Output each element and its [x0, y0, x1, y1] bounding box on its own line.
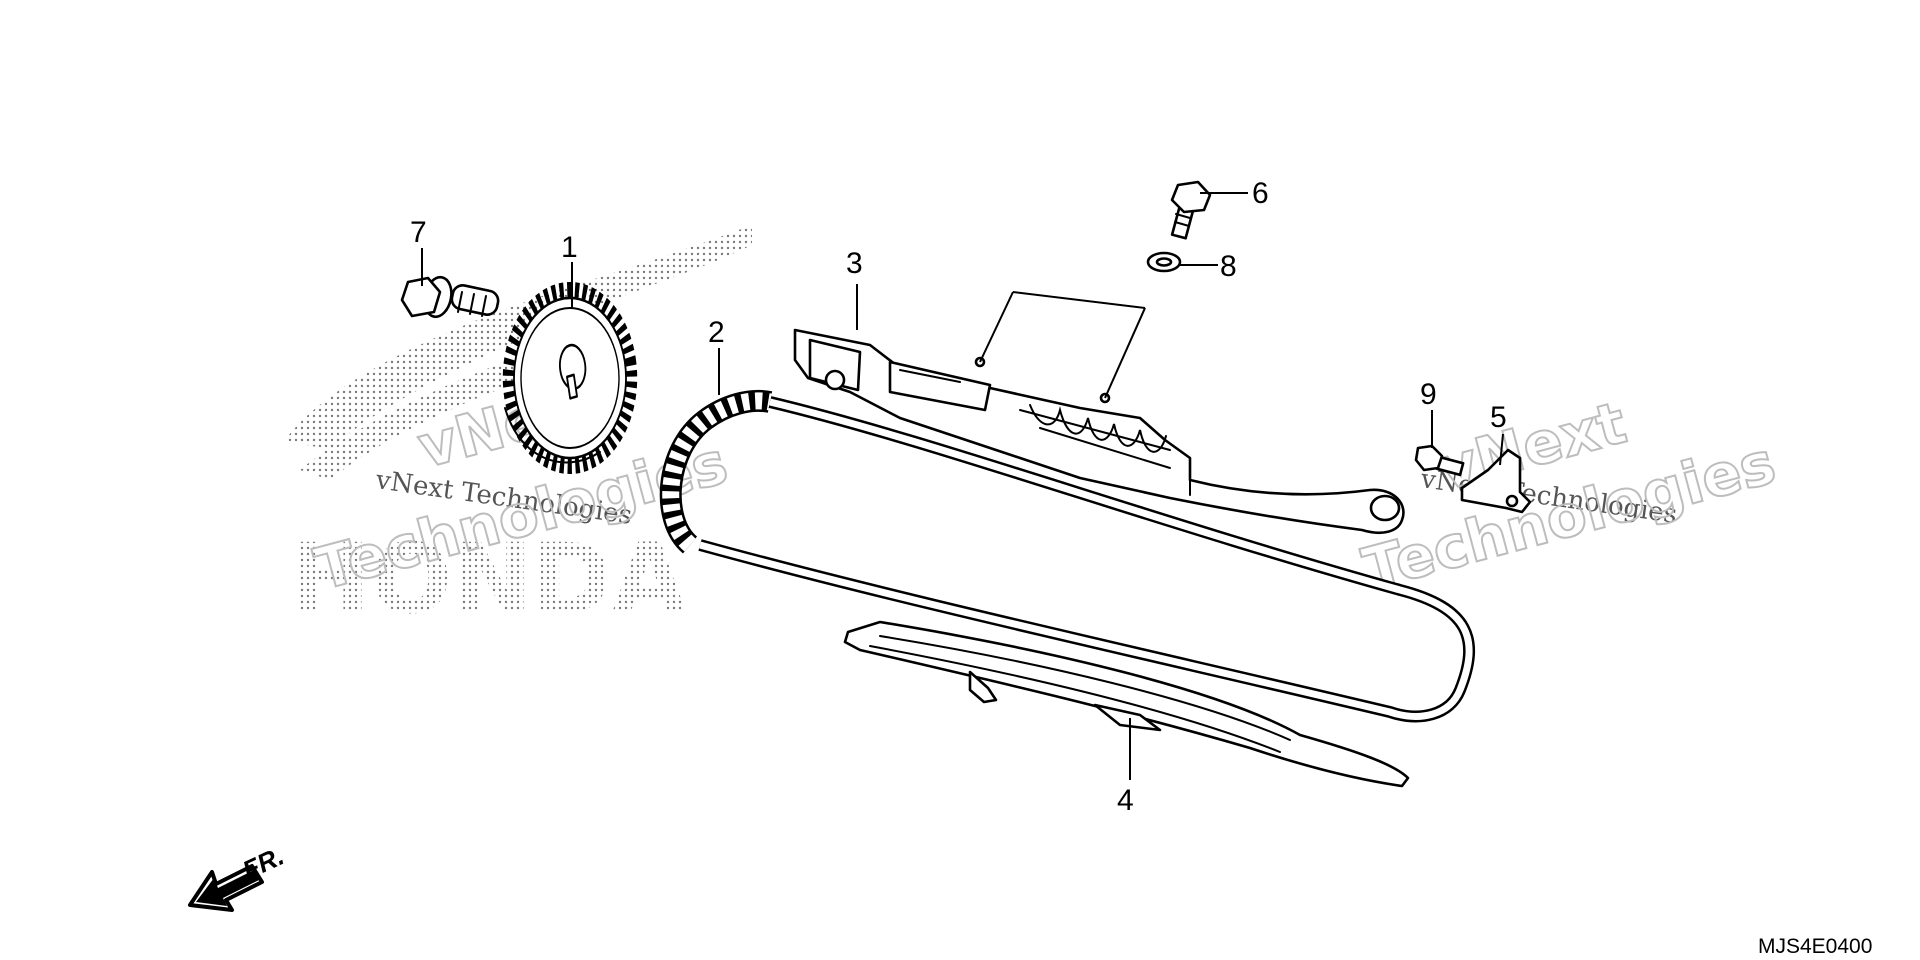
callout-7: 7 — [410, 216, 427, 249]
callout-6: 6 — [1252, 177, 1269, 210]
part-8-washer[interactable] — [1146, 251, 1182, 273]
leader-lines — [421, 192, 1504, 780]
callout-8: 8 — [1220, 250, 1237, 283]
part-9-bolt[interactable] — [1414, 444, 1465, 477]
callout-3: 3 — [846, 247, 863, 280]
callout-5: 5 — [1490, 401, 1507, 434]
honda-logo-watermark: HONDA — [285, 225, 752, 635]
part-1-cam-sprocket[interactable] — [497, 274, 643, 483]
callouts: 7 1 2 3 6 8 9 5 4 — [410, 177, 1507, 817]
callout-9: 9 — [1420, 378, 1437, 411]
part-6-bolt[interactable] — [1170, 180, 1212, 240]
callout-4: 4 — [1117, 784, 1134, 817]
honda-logo-text: HONDA — [290, 523, 686, 635]
part-4-chain-guide[interactable] — [843, 620, 1410, 788]
callout-2: 2 — [708, 316, 725, 349]
diagram-code: MJS4E0400 — [1758, 935, 1872, 958]
part-2-cam-chain[interactable] — [659, 389, 1476, 723]
arrow-icon — [188, 864, 264, 912]
callout-1: 1 — [561, 231, 578, 264]
part-3-tensioner-arm[interactable] — [793, 328, 1405, 534]
part-7-bolt[interactable] — [400, 275, 500, 320]
front-direction-indicator: FR. — [188, 841, 289, 912]
watermark-right: vNext Technologies vNext Technologies — [1355, 387, 1783, 604]
part-5-bracket[interactable] — [1460, 448, 1532, 514]
